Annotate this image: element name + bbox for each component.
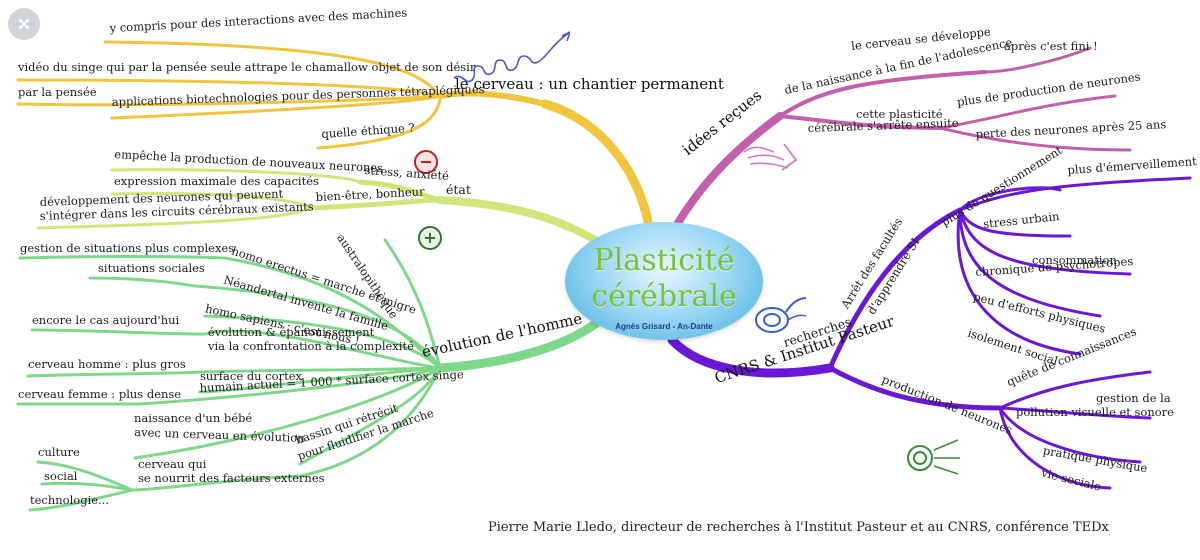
node-cnrs-pollution-2[interactable]: pollution visuelle et sonore xyxy=(1016,405,1174,419)
node-etat-expression[interactable]: expression maximale des capacités xyxy=(114,174,319,188)
node-evolution-situations[interactable]: situations sociales xyxy=(98,261,205,275)
purple-branch-lines xyxy=(667,176,1192,490)
source-caption: Pierre Marie Lledo, directeur de recherc… xyxy=(488,520,1109,535)
pink-branch-lines xyxy=(664,46,1132,244)
node-evolution-evolution-1[interactable]: évolution & épanouissement xyxy=(208,325,375,339)
node-cerveau-par-la-pensee[interactable]: par la pensée xyxy=(18,85,97,99)
node-evolution-gestion[interactable]: gestion de situations plus complexes xyxy=(20,241,235,255)
node-idees-cette-1[interactable]: cette plasticité xyxy=(856,107,943,121)
node-evolution-evolution-2[interactable]: via la confrontation à la complexité xyxy=(208,339,414,353)
close-button[interactable] xyxy=(8,8,40,40)
branch-cerveau-label[interactable]: le cerveau : un chantier permanent xyxy=(455,75,724,93)
central-title-line-2: cérébrale xyxy=(591,279,737,314)
node-evolution-nourrit-2[interactable]: se nourrit des facteurs externes xyxy=(138,471,325,485)
node-evolution-femme[interactable]: cerveau femme : plus dense xyxy=(18,387,182,401)
lime-branch-lines xyxy=(36,168,599,244)
node-idees-fini[interactable]: après c'est fini ! xyxy=(1004,39,1098,53)
node-evolution-surface-1[interactable]: surface du cortex xyxy=(200,369,303,383)
node-evolution-bebe-1[interactable]: naissance d'un bébé xyxy=(134,411,253,425)
yellow-branch-lines xyxy=(16,40,655,237)
node-evolution-encore[interactable]: encore le cas aujourd'hui xyxy=(32,313,180,327)
central-topic[interactable]: Plasticité cérébrale Agnès Grisard - An-… xyxy=(565,222,763,340)
research-logo-icon xyxy=(755,297,807,333)
minus-icon xyxy=(414,150,438,174)
node-evolution-homme[interactable]: cerveau homme : plus gros xyxy=(28,357,186,371)
pink-arrow-icon xyxy=(743,143,798,171)
swirl-arrow-icon xyxy=(453,31,570,83)
spiral-arrows-icon xyxy=(907,439,960,475)
branch-etat-label[interactable]: état xyxy=(446,182,471,197)
node-evolution-social[interactable]: social xyxy=(44,469,78,483)
node-cnrs-conso-1[interactable]: consommation xyxy=(1032,253,1117,267)
central-title-line-1: Plasticité xyxy=(593,243,735,278)
green-branch-lines xyxy=(16,238,603,512)
node-cnrs-pollution-1[interactable]: gestion de la xyxy=(1096,391,1171,405)
plus-icon xyxy=(418,226,442,250)
central-author: Agnès Grisard - An-Dante xyxy=(615,322,713,331)
node-cerveau-video[interactable]: vidéo du singe qui par la pensée seule a… xyxy=(18,60,476,74)
node-evolution-techno[interactable]: technologie... xyxy=(30,493,110,507)
node-evolution-nourrit-1[interactable]: cerveau qui xyxy=(138,457,207,471)
node-evolution-culture[interactable]: culture xyxy=(38,445,80,459)
